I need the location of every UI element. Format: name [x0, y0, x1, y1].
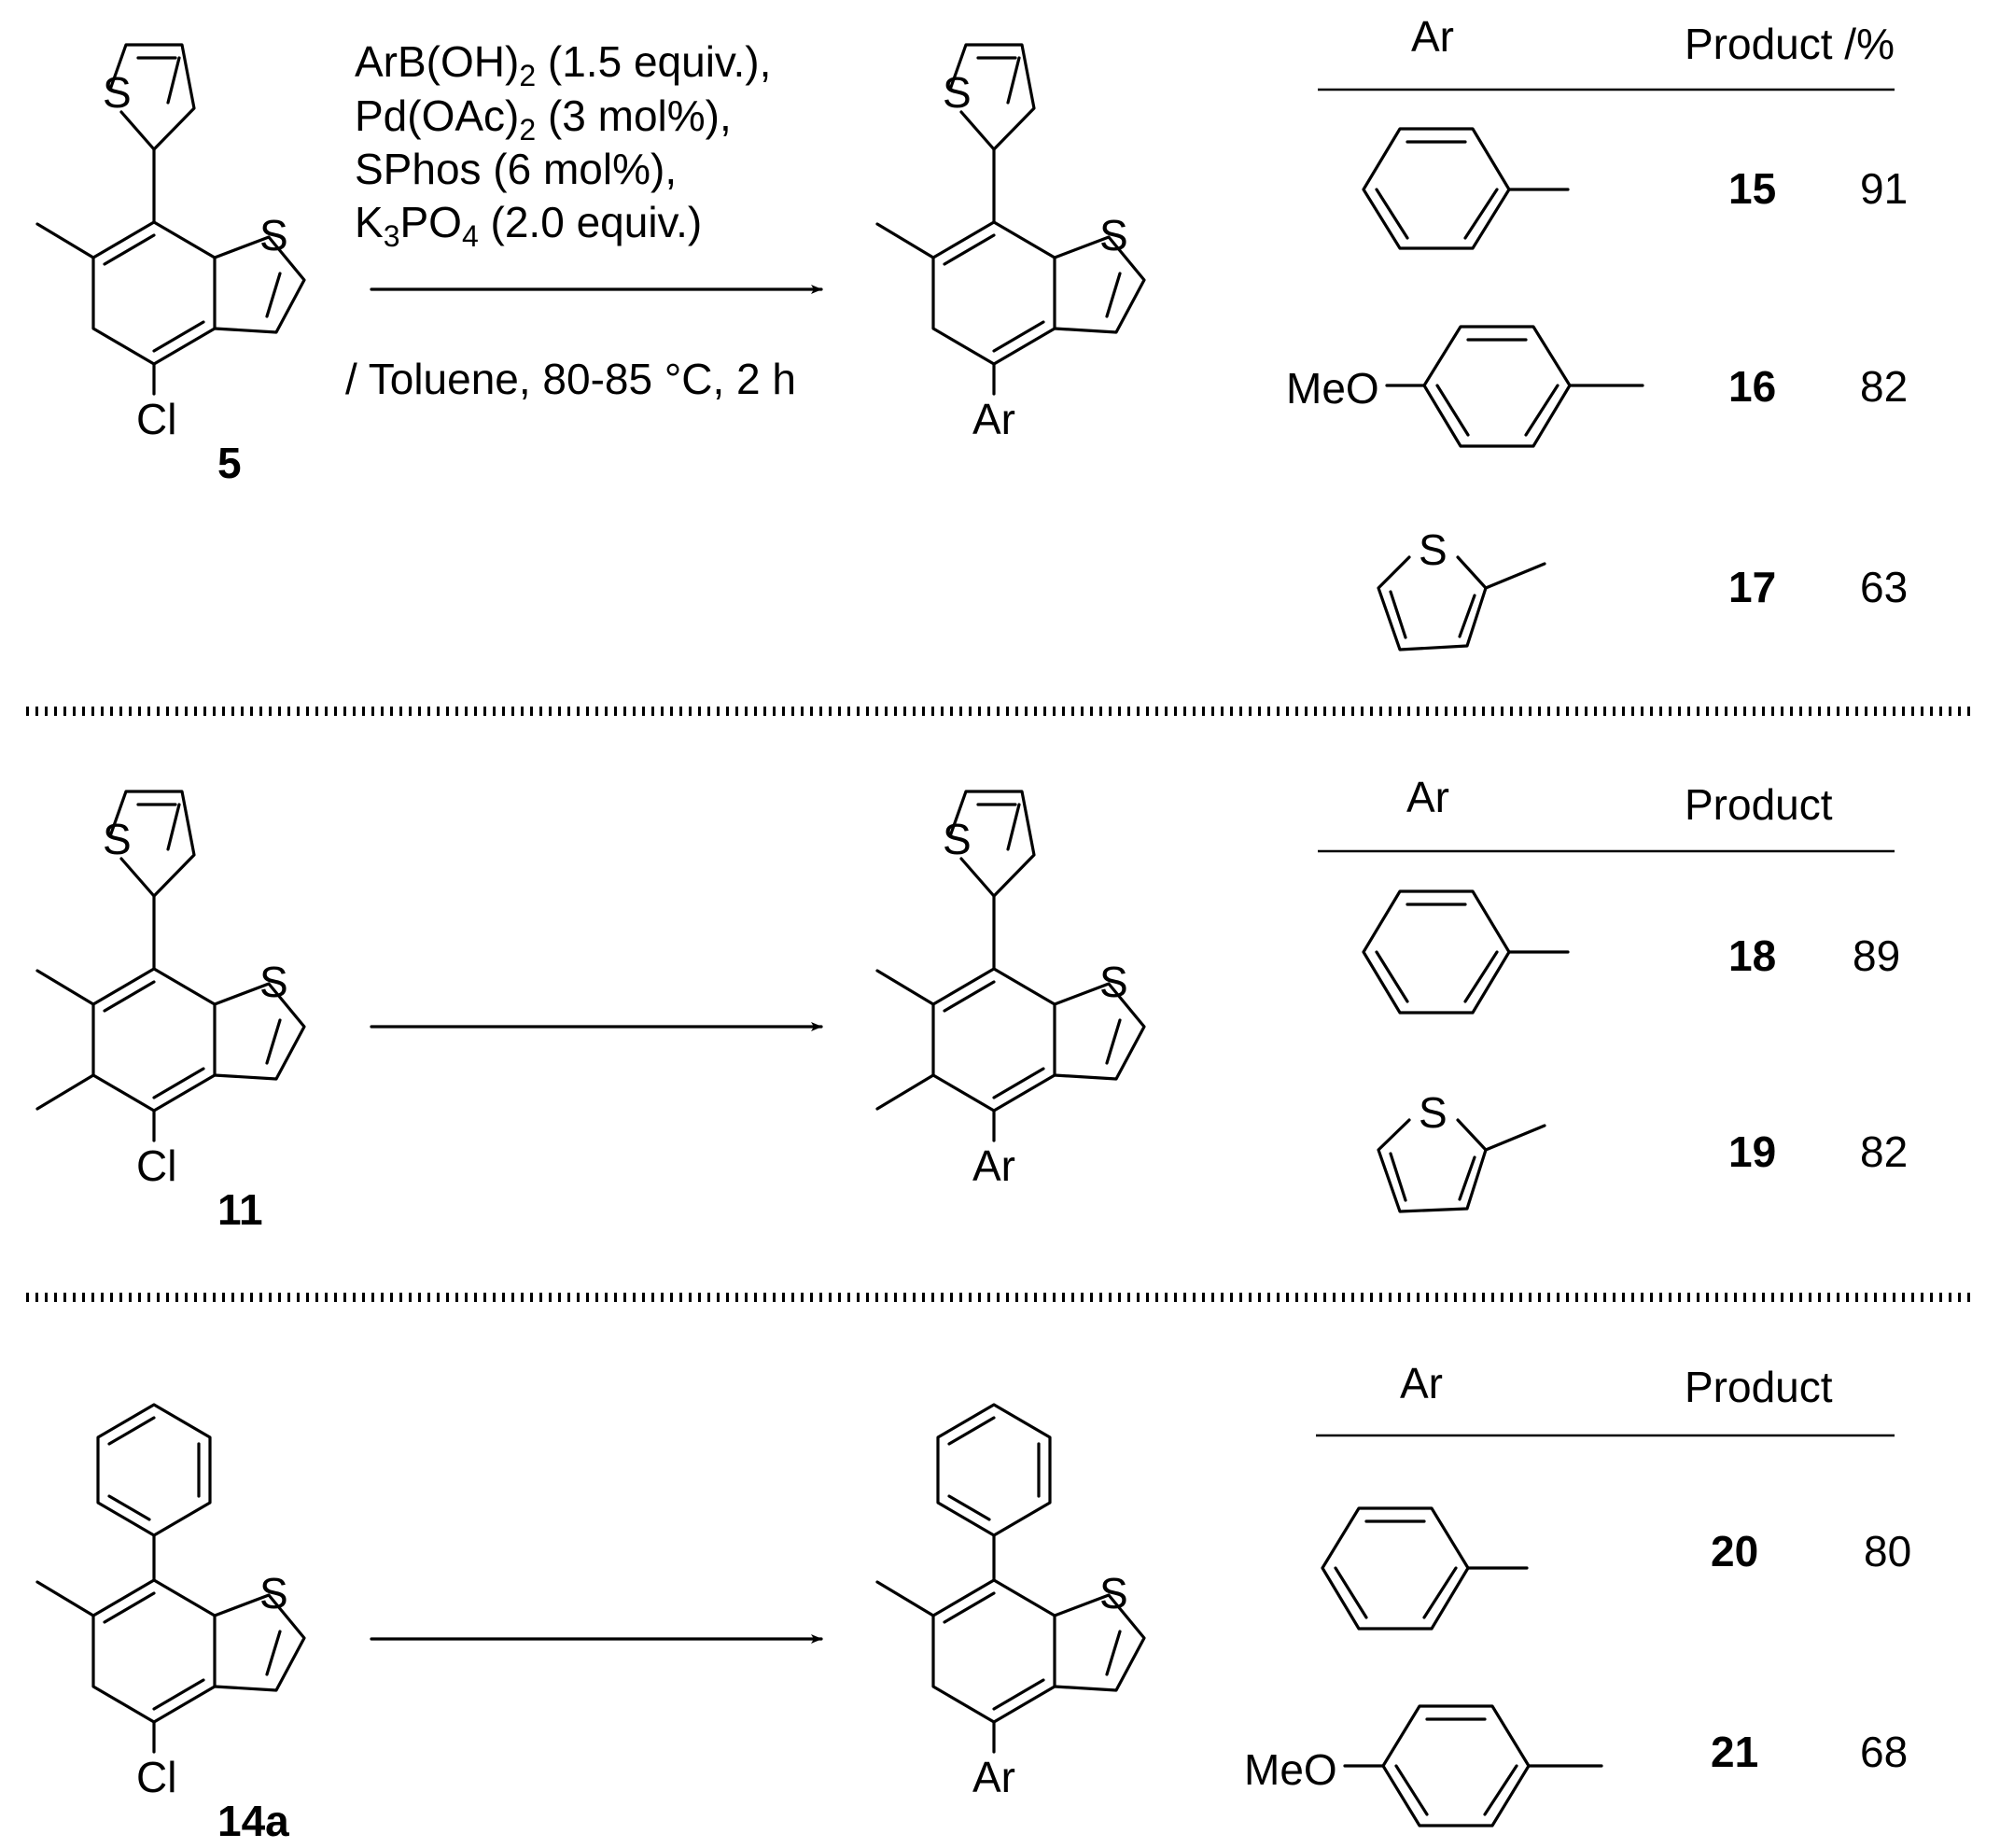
reaction-conditions: ArB(OH)2 (1.5 equiv.), Pd(OAc)2 (3 mol%)…: [345, 37, 796, 403]
svg-text:S: S: [1099, 1569, 1128, 1617]
ar-phenyl-structure: [1321, 1506, 1529, 1631]
product-number: 15: [1728, 164, 1776, 213]
product-yield: 63: [1860, 563, 1908, 611]
svg-text:Ar: Ar: [972, 395, 1015, 443]
reactant-14a-structure: S Cl 14a: [35, 1403, 306, 1845]
reactant-label: 5: [217, 439, 242, 487]
svg-text:S: S: [259, 211, 288, 259]
product-yield: 80: [1864, 1527, 1911, 1575]
svg-text:Ar: Ar: [972, 1753, 1015, 1801]
svg-text:S: S: [259, 1569, 288, 1617]
svg-text:SPhos (6 mol%),: SPhos (6 mol%),: [355, 145, 677, 193]
reactant-5-structure: S S Cl 5: [35, 43, 306, 487]
product-yield: 68: [1860, 1728, 1908, 1776]
svg-text:Pd(OAc)2 (3 mol%),: Pd(OAc)2 (3 mol%),: [355, 91, 732, 147]
product-2-structure: S S Ar: [875, 790, 1146, 1190]
table-header-ar: Ar: [1406, 773, 1449, 821]
table-header-product: Product /%: [1685, 20, 1895, 68]
svg-text:ArB(OH)2 (1.5 equiv.),: ArB(OH)2 (1.5 equiv.),: [355, 37, 771, 92]
product-number: 16: [1728, 362, 1776, 411]
product-number: 19: [1728, 1127, 1776, 1176]
svg-text:S: S: [943, 815, 972, 863]
svg-text:Cl: Cl: [136, 1753, 176, 1801]
product-number: 18: [1728, 931, 1776, 980]
svg-text:S: S: [1099, 211, 1128, 259]
solvent-conditions: / Toluene, 80-85 °C, 2 h: [345, 355, 796, 403]
ar-phenyl-structure: [1362, 127, 1570, 250]
svg-text:K3PO4 (2.0 equiv.): K3PO4 (2.0 equiv.): [355, 198, 702, 253]
reactant-label: 14a: [217, 1797, 289, 1845]
product-yield: 82: [1860, 1127, 1908, 1176]
product-number: 17: [1728, 563, 1776, 611]
product-3-structure: S Ar: [875, 1403, 1146, 1801]
svg-text:S: S: [1419, 1088, 1448, 1137]
svg-text:S: S: [1419, 525, 1448, 574]
table-header-product: Product: [1685, 1363, 1833, 1411]
svg-text:Cl: Cl: [136, 1141, 176, 1190]
svg-text:S: S: [1099, 958, 1128, 1006]
product-1-structure: S S Ar: [875, 43, 1146, 443]
product-number: 21: [1711, 1728, 1758, 1776]
product-yield: 89: [1853, 931, 1900, 980]
table-1: Ar Product /% 15 91 MeO 16 82 S 17 63: [1286, 12, 1908, 651]
ar-methoxyphenyl-structure: MeO: [1286, 325, 1644, 448]
ar-thienyl-structure: S: [1377, 1088, 1546, 1213]
reactant-11-structure: S S Cl 11: [35, 790, 306, 1234]
ar-phenyl-structure: [1362, 889, 1570, 1015]
svg-text:S: S: [259, 958, 288, 1006]
svg-text:MeO: MeO: [1244, 1745, 1337, 1794]
svg-text:Cl: Cl: [136, 395, 176, 443]
product-yield: 91: [1860, 164, 1908, 213]
table-header-product: Product: [1685, 780, 1833, 829]
svg-text:S: S: [103, 815, 132, 863]
svg-text:S: S: [103, 68, 132, 117]
table-header-ar: Ar: [1411, 12, 1454, 61]
svg-text:S: S: [943, 68, 972, 117]
ar-methoxyphenyl-structure: MeO: [1244, 1704, 1603, 1827]
product-yield: 82: [1860, 362, 1908, 411]
ar-thienyl-structure: S: [1377, 525, 1546, 651]
table-header-ar: Ar: [1400, 1359, 1443, 1407]
svg-text:MeO: MeO: [1286, 364, 1379, 413]
table-2: Ar Product 18 89 S 19 82: [1318, 773, 1908, 1213]
table-3: Ar Product 20 80 MeO 21 68: [1244, 1359, 1911, 1827]
product-number: 20: [1711, 1527, 1758, 1575]
svg-text:Ar: Ar: [972, 1141, 1015, 1190]
reactant-label: 11: [217, 1185, 263, 1234]
